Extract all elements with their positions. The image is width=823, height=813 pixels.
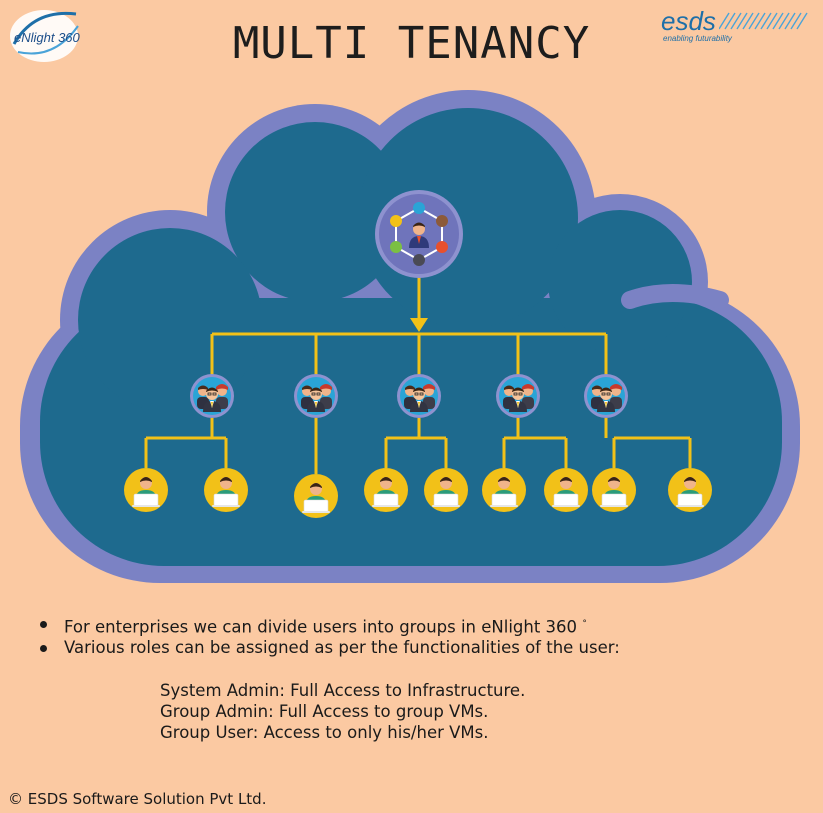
group-admin-icon-1	[189, 373, 235, 419]
bullet-item: Various roles can be assigned as per the…	[40, 636, 620, 660]
role-group-admin: Group Admin: Full Access to group VMs.	[160, 702, 489, 721]
page-title: MULTI TENANCY	[232, 18, 591, 69]
esds-logo-text: esds	[661, 6, 716, 36]
arrow-down-icon	[410, 318, 428, 332]
user-laptop-icon-5	[423, 467, 469, 513]
bullet-item: For enterprises we can divide users into…	[40, 612, 620, 637]
esds-logo: esds enabling futurability	[661, 6, 811, 46]
enlight-logo-text: eNlight 360	[14, 30, 81, 45]
degree-mark: °	[582, 619, 587, 629]
copyright-text: © ESDS Software Solution Pvt Ltd.	[8, 790, 267, 808]
user-laptop-icon-1	[123, 467, 169, 513]
multi-tenancy-diagram	[20, 90, 800, 583]
user-laptop-icon-4	[363, 467, 409, 513]
connector-lines	[144, 263, 692, 474]
cloud-swirl	[621, 284, 729, 309]
bullet-text: For enterprises we can divide users into…	[64, 617, 578, 637]
bullet-list: For enterprises we can divide users into…	[40, 612, 620, 660]
bullet-text: Various roles can be assigned as per the…	[64, 638, 620, 657]
user-laptop-icon-2	[203, 467, 249, 513]
user-laptop-icon-9	[667, 467, 713, 513]
group-admin-icon-4	[495, 373, 541, 419]
bullet-dot-icon	[40, 645, 47, 652]
group-admin-icon-2	[293, 373, 339, 419]
roles-list: System Admin: Full Access to Infrastruct…	[160, 680, 525, 743]
role-group-user: Group User: Access to only his/her VMs.	[160, 723, 489, 742]
user-laptop-icon-6	[481, 467, 527, 513]
user-laptop-icon-7	[543, 467, 589, 513]
admin-network-icon	[375, 190, 463, 278]
esds-tagline: enabling futurability	[663, 34, 732, 43]
user-laptop-icon-3	[293, 473, 339, 519]
role-system-admin: System Admin: Full Access to Infrastruct…	[160, 681, 526, 700]
enlight-360-logo: eNlight 360	[4, 4, 84, 64]
user-laptop-icon-8	[591, 467, 637, 513]
group-admin-icon-5	[583, 373, 629, 419]
group-admin-icon-3	[396, 373, 442, 419]
esds-logo-stripes	[719, 12, 808, 30]
bullet-dot-icon	[40, 621, 47, 628]
